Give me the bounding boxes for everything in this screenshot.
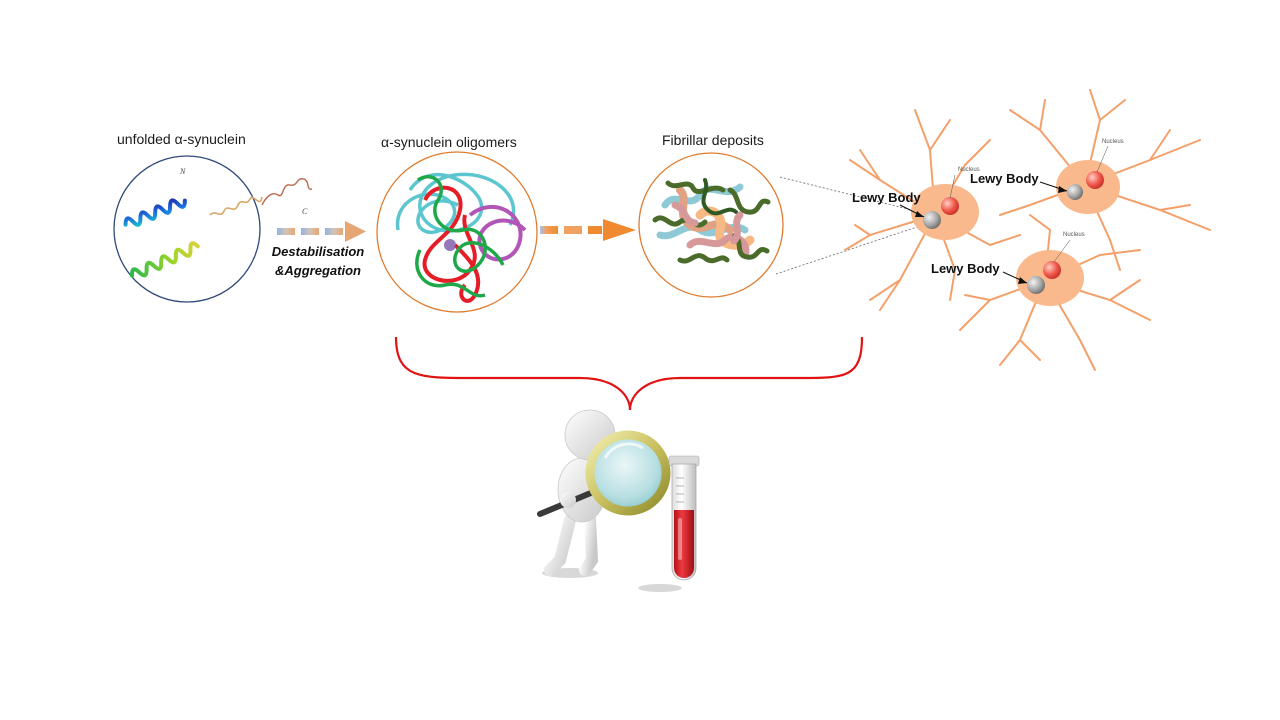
nucleus-2: [1086, 171, 1104, 189]
nucleus-3: [1043, 261, 1061, 279]
unfolded-protein-panel: N C: [113, 155, 313, 303]
neuron-bodies: [899, 145, 1120, 306]
blood-test-tube-icon: [668, 455, 700, 581]
nucleus-label-2: Nucleus: [1102, 139, 1124, 145]
lewy-body-1: [923, 211, 941, 229]
disordered-tail: [209, 196, 263, 216]
red-brace: [394, 336, 864, 411]
neuron-cluster: [844, 89, 1211, 371]
lewy-body-3: [1027, 276, 1045, 294]
helix-blue: [123, 198, 187, 227]
lewy-body-label-3: Lewy Body: [931, 261, 1000, 276]
neuron-body-2: [1056, 160, 1120, 214]
magnifying-glass-figure-icon: [537, 409, 682, 592]
panel-circle-unfolded: [113, 155, 261, 303]
lewy-body-label-1: Lewy Body: [852, 190, 921, 205]
stage-label-unfolded: unfolded α-synuclein: [117, 131, 246, 147]
arrow-aggregation: [277, 221, 366, 242]
fibrillar-panel: [638, 152, 784, 298]
c-terminus-label: C: [302, 207, 308, 216]
arrow-fibrillation: [540, 219, 636, 241]
stage-label-oligomers: α-synuclein oligomers: [381, 134, 517, 150]
arrow-caption: Destabilisation &Aggregation: [266, 242, 370, 280]
arrow-caption-line1: Destabilisation: [271, 244, 365, 259]
helix-green: [129, 241, 200, 278]
lewy-body-2: [1067, 184, 1083, 200]
lewy-body-label-2: Lewy Body: [970, 171, 1039, 186]
nucleus-label-1: Nucleus: [958, 167, 980, 173]
zoom-line-top: [779, 176, 921, 213]
oligomers-panel: [376, 151, 538, 313]
nucleus-1: [941, 197, 959, 215]
stage-label-fibrillar: Fibrillar deposits: [662, 132, 764, 148]
disordered-c-tail: [261, 178, 313, 206]
zoom-line-bottom: [775, 225, 921, 275]
arrow-caption-line2: &Aggregation: [275, 263, 361, 278]
n-terminus-label: N: [179, 167, 186, 176]
nucleus-label-3: Nucleus: [1063, 232, 1085, 238]
